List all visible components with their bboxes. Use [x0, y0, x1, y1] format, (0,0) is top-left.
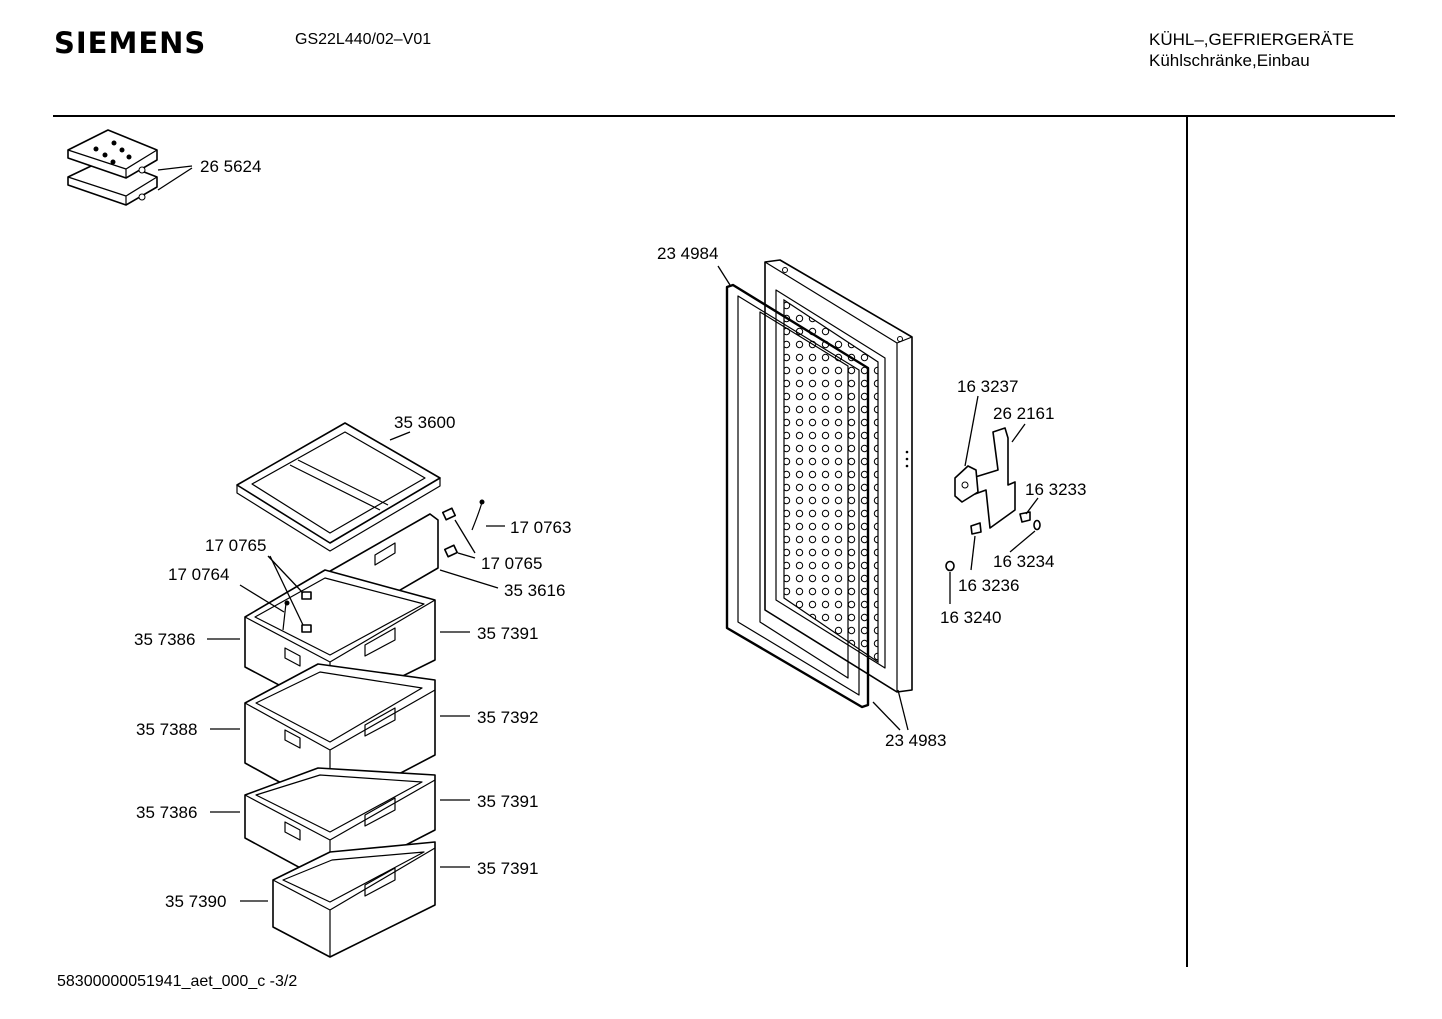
bottom-drawer: [272, 841, 436, 958]
side-divider: [1186, 117, 1188, 967]
label-26-2161: 26 2161: [993, 404, 1054, 423]
label-17-0764: 17 0764: [168, 565, 229, 584]
category-title: KÜHL–,GEFRIERGERÄTE: [1149, 30, 1354, 49]
label-16-3237: 16 3237: [957, 377, 1018, 396]
label-35-7392: 35 7392: [477, 708, 538, 727]
header-divider: [53, 115, 1395, 117]
label-16-3233: 16 3233: [1025, 480, 1086, 499]
label-35-7388: 35 7388: [136, 720, 197, 739]
label-16-3234: 16 3234: [993, 552, 1054, 571]
label-35-7386-lower: 35 7386: [136, 803, 197, 822]
door-gasket-part: [725, 283, 870, 709]
label-17-0765-left: 17 0765: [205, 536, 266, 555]
model-number: GS22L440/02–V01: [295, 31, 432, 48]
label-23-4983: 23 4983: [885, 731, 946, 750]
document-id: 58300000051941_aet_000_c -3/2: [57, 973, 298, 990]
label-35-7391-top: 35 7391: [477, 624, 538, 643]
label-35-7386-top: 35 7386: [134, 630, 195, 649]
label-35-7391-bottom: 35 7391: [477, 859, 538, 878]
label-17-0763: 17 0763: [510, 518, 571, 537]
door-hinge-parts: [945, 427, 1041, 572]
door-panel-part: [764, 259, 913, 693]
label-35-3600: 35 3600: [394, 413, 455, 432]
drawer-clip-parts: [282, 499, 485, 633]
category-subtitle: Kühlschränke,Einbau: [1149, 51, 1310, 70]
ice-pack-part: [67, 129, 193, 206]
label-35-3616: 35 3616: [504, 581, 565, 600]
label-17-0765-right: 17 0765: [481, 554, 542, 573]
lid-part: [236, 422, 441, 552]
label-26-5624: 26 5624: [200, 157, 261, 176]
label-16-3240: 16 3240: [940, 608, 1001, 627]
label-16-3236: 16 3236: [958, 576, 1019, 595]
siemens-logo: SIEMENS: [54, 26, 207, 60]
label-23-4984: 23 4984: [657, 244, 718, 263]
label-35-7391-lower: 35 7391: [477, 792, 538, 811]
label-35-7390: 35 7390: [165, 892, 226, 911]
